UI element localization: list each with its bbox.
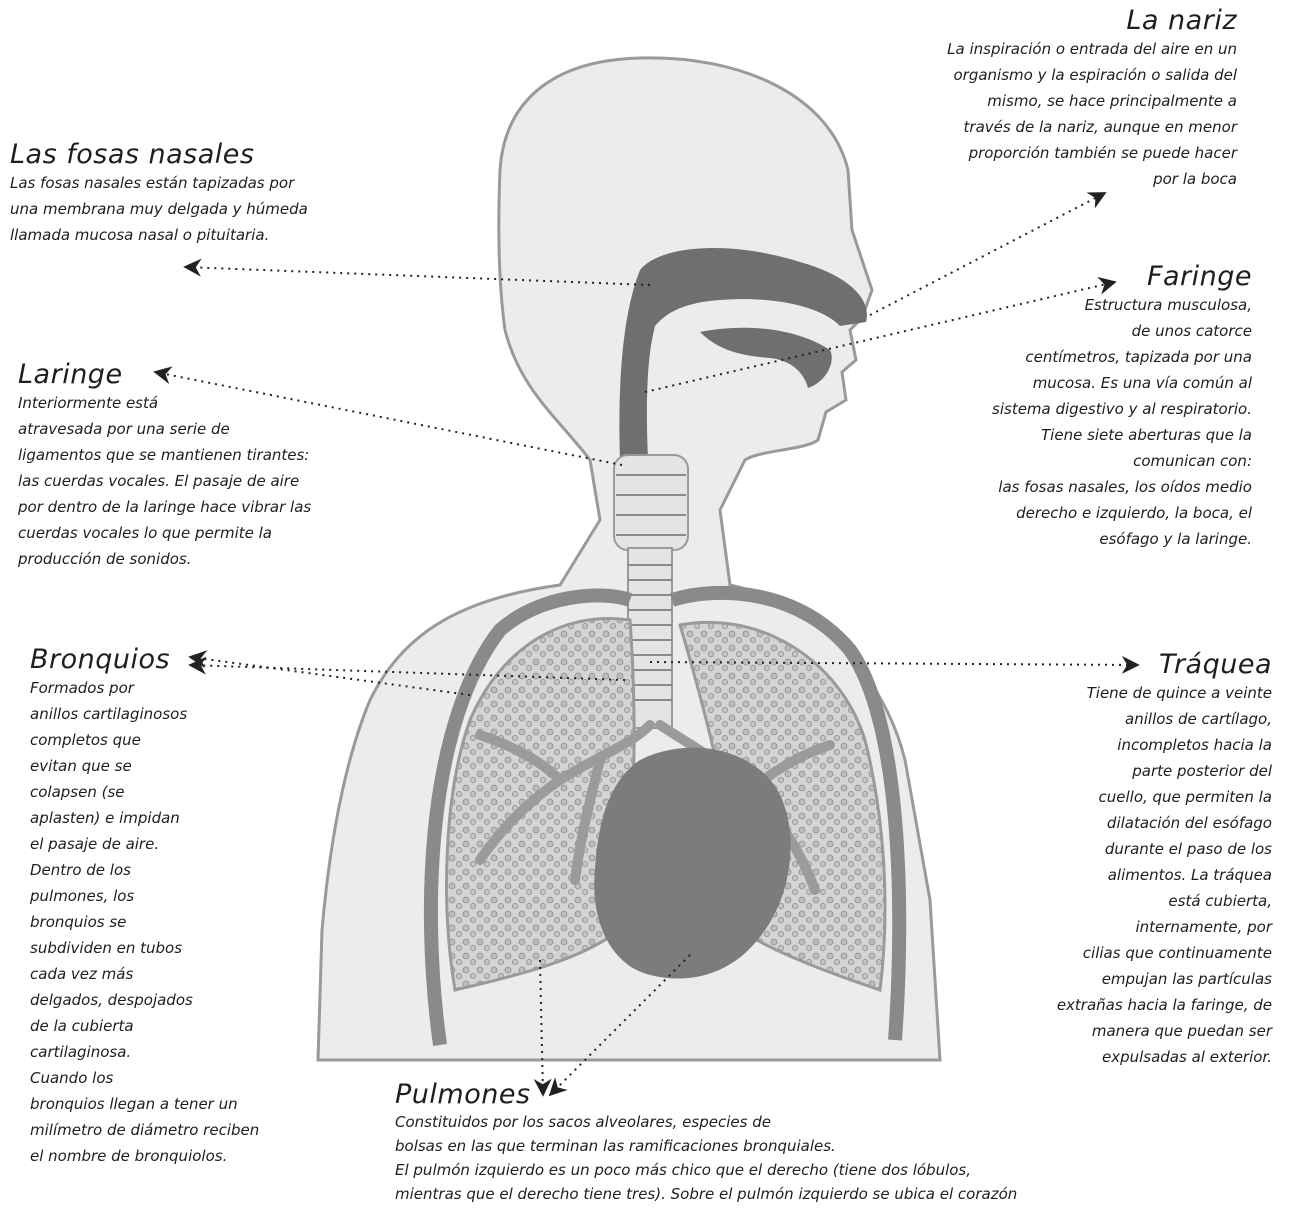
text-line: mucosa. Es una vía común al (892, 370, 1252, 396)
text-line: las cuerdas vocales. El pasaje de aire (18, 468, 418, 494)
text-line: está cubierta, (952, 888, 1272, 914)
label-fosas: Las fosas nasales Las fosas nasales está… (10, 140, 410, 248)
pulmones-text: Constituidos por los sacos alveolares, e… (395, 1110, 1155, 1206)
text-line: internamente, por (952, 914, 1272, 940)
text-line: incompletos hacia la (952, 732, 1272, 758)
text-line: Las fosas nasales están tapizadas por (10, 170, 410, 196)
text-line: llamada mucosa nasal o pituitaria. (10, 222, 410, 248)
text-line: Interiormente está (18, 390, 418, 416)
text-line: una membrana muy delgada y húmeda (10, 196, 410, 222)
text-line: través de la nariz, aunque en menor (837, 114, 1237, 140)
text-line: expulsadas al exterior. (952, 1044, 1272, 1070)
text-line: delgados, despojados (30, 987, 340, 1013)
laringe-title: Laringe (18, 360, 418, 390)
text-line: Constituidos por los sacos alveolares, e… (395, 1110, 1155, 1134)
text-line: atravesada por una serie de (18, 416, 418, 442)
text-line: las fosas nasales, los oídos medio (892, 474, 1252, 500)
text-line: Estructura musculosa, (892, 292, 1252, 318)
text-line: anillos de cartílago, (952, 706, 1272, 732)
text-line: manera que puedan ser (952, 1018, 1272, 1044)
text-line: durante el paso de los (952, 836, 1272, 862)
text-line: El pulmón izquierdo es un poco más chico… (395, 1158, 1155, 1182)
text-line: de la cubierta (30, 1013, 340, 1039)
text-line: parte posterior del (952, 758, 1272, 784)
text-line: el pasaje de aire. (30, 831, 340, 857)
label-nariz: La nariz La inspiración o entrada del ai… (837, 6, 1237, 192)
text-line: cuello, que permiten la (952, 784, 1272, 810)
faringe-title: Faringe (892, 262, 1252, 292)
text-line: Tiene siete aberturas que la (892, 422, 1252, 448)
pulmones-title: Pulmones (395, 1080, 1155, 1110)
text-line: subdividen en tubos (30, 935, 340, 961)
text-line: aplasten) e impidan (30, 805, 340, 831)
text-line: La inspiración o entrada del aire en un (837, 36, 1237, 62)
text-line: Cuando los (30, 1065, 340, 1091)
text-line: anillos cartilaginosos (30, 701, 340, 727)
text-line: bronquios se (30, 909, 340, 935)
text-line: dilatación del esófago (952, 810, 1272, 836)
bronquios-title: Bronquios (30, 645, 340, 675)
text-line: empujan las partículas (952, 966, 1272, 992)
label-pulmones: Pulmones Constituidos por los sacos alve… (395, 1080, 1155, 1206)
text-line: alimentos. La tráquea (952, 862, 1272, 888)
text-line: pulmones, los (30, 883, 340, 909)
text-line: esófago y la laringe. (892, 526, 1252, 552)
text-line: centímetros, tapizada por una (892, 344, 1252, 370)
text-line: cartilaginosa. (30, 1039, 340, 1065)
text-line: cilias que continuamente (952, 940, 1272, 966)
text-line: completos que (30, 727, 340, 753)
text-line: el nombre de bronquiolos. (30, 1143, 340, 1169)
text-line: mientras que el derecho tiene tres). Sob… (395, 1182, 1155, 1206)
text-line: comunican con: (892, 448, 1252, 474)
text-line: cuerdas vocales lo que permite la (18, 520, 418, 546)
nariz-title: La nariz (837, 6, 1237, 36)
text-line: bronquios llegan a tener un (30, 1091, 340, 1117)
text-line: proporción también se puede hacer (837, 140, 1237, 166)
text-line: por dentro de la laringe hace vibrar las (18, 494, 418, 520)
traquea-title: Tráquea (952, 650, 1272, 680)
text-line: por la boca (837, 166, 1237, 192)
text-line: producción de sonidos. (18, 546, 418, 572)
text-line: derecho e izquierdo, la boca, el (892, 500, 1252, 526)
text-line: milímetro de diámetro reciben (30, 1117, 340, 1143)
text-line: sistema digestivo y al respiratorio. (892, 396, 1252, 422)
text-line: Formados por (30, 675, 340, 701)
text-line: ligamentos que se mantienen tirantes: (18, 442, 418, 468)
text-line: mismo, se hace principalmente a (837, 88, 1237, 114)
text-line: Dentro de los (30, 857, 340, 883)
text-line: colapsen (se (30, 779, 340, 805)
fosas-title: Las fosas nasales (10, 140, 410, 170)
text-line: Tiene de quince a veinte (952, 680, 1272, 706)
text-line: de unos catorce (892, 318, 1252, 344)
text-line: organismo y la espiración o salida del (837, 62, 1237, 88)
text-line: cada vez más (30, 961, 340, 987)
text-line: evitan que se (30, 753, 340, 779)
label-faringe: Faringe Estructura musculosa,de unos cat… (892, 262, 1252, 552)
text-line: bolsas en las que terminan las ramificac… (395, 1134, 1155, 1158)
text-line: extrañas hacia la faringe, de (952, 992, 1272, 1018)
